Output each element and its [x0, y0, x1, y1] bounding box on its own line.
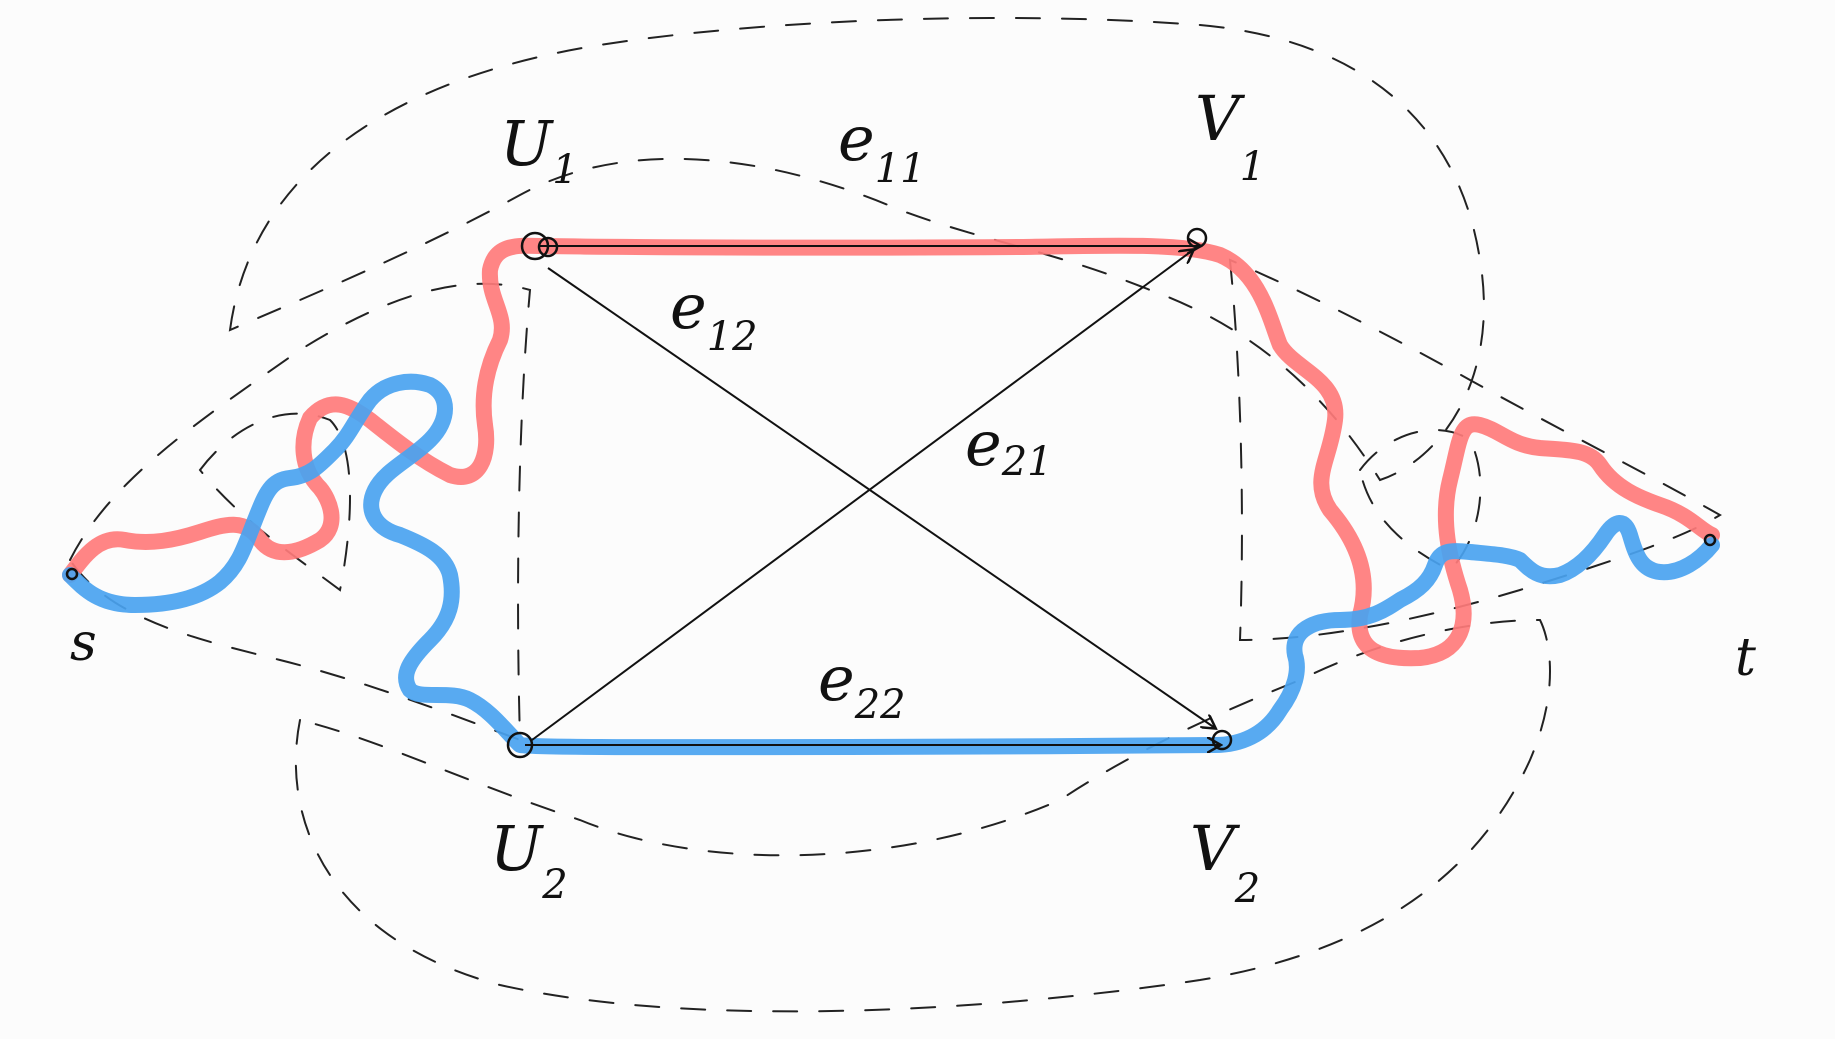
blue-path [62, 373, 1720, 756]
nodes [65, 227, 1717, 759]
dashed-region-right [1228, 258, 1722, 642]
label-s: s [70, 613, 97, 673]
label-e11-main: e [838, 102, 875, 175]
node-t [1703, 533, 1717, 547]
label-v2-sub: 2 [1234, 866, 1260, 912]
label-u2-main: U [490, 812, 544, 885]
label-e12-sub: 12 [707, 314, 758, 360]
dashed-regions [68, 16, 1722, 1013]
label-e12: e12 [670, 270, 758, 360]
dashed-region-lower-large [294, 618, 1551, 1013]
label-v1: V1 [1195, 82, 1265, 190]
node-u1 [520, 231, 550, 261]
node-u2 [506, 731, 534, 759]
label-e21-main: e [965, 407, 1002, 480]
label-e11-sub: 11 [875, 146, 926, 192]
dashed-region-inner-right [1358, 429, 1482, 572]
label-u2-sub: 2 [541, 862, 567, 908]
dashed-region-upper-large [228, 16, 1485, 482]
label-v1-main: V [1195, 82, 1246, 155]
label-v2: V2 [1190, 812, 1260, 912]
label-e21: e21 [965, 407, 1053, 485]
label-u1-sub: 1 [552, 147, 577, 193]
label-e22-sub: 22 [854, 682, 906, 728]
label-u1-main: U [500, 107, 554, 180]
dashed-region-inner-left [198, 412, 351, 592]
label-v2-main: V [1190, 812, 1241, 885]
red-path [62, 237, 1720, 667]
labels: U1 V1 U2 V2 s t e11 e12 e21 e22 [70, 82, 1756, 912]
label-v1-sub: 1 [1240, 144, 1265, 190]
dashed-region-left [68, 282, 532, 742]
label-e22: e22 [818, 642, 906, 728]
edge-e12 [547, 267, 1215, 728]
edge-e21 [531, 250, 1193, 741]
node-v2 [1211, 729, 1233, 751]
label-t: t [1735, 628, 1756, 688]
node-u1-inner [537, 236, 559, 258]
label-e11: e11 [838, 102, 926, 192]
node-v1 [1186, 227, 1208, 249]
edges [525, 246, 1220, 745]
node-s [65, 567, 79, 581]
label-u2: U2 [490, 812, 568, 908]
label-e21-sub: 21 [1001, 439, 1053, 485]
label-u1: U1 [500, 107, 578, 193]
colored-paths [62, 237, 1720, 756]
label-e22-main: e [818, 642, 855, 715]
label-e12-main: e [670, 270, 707, 343]
